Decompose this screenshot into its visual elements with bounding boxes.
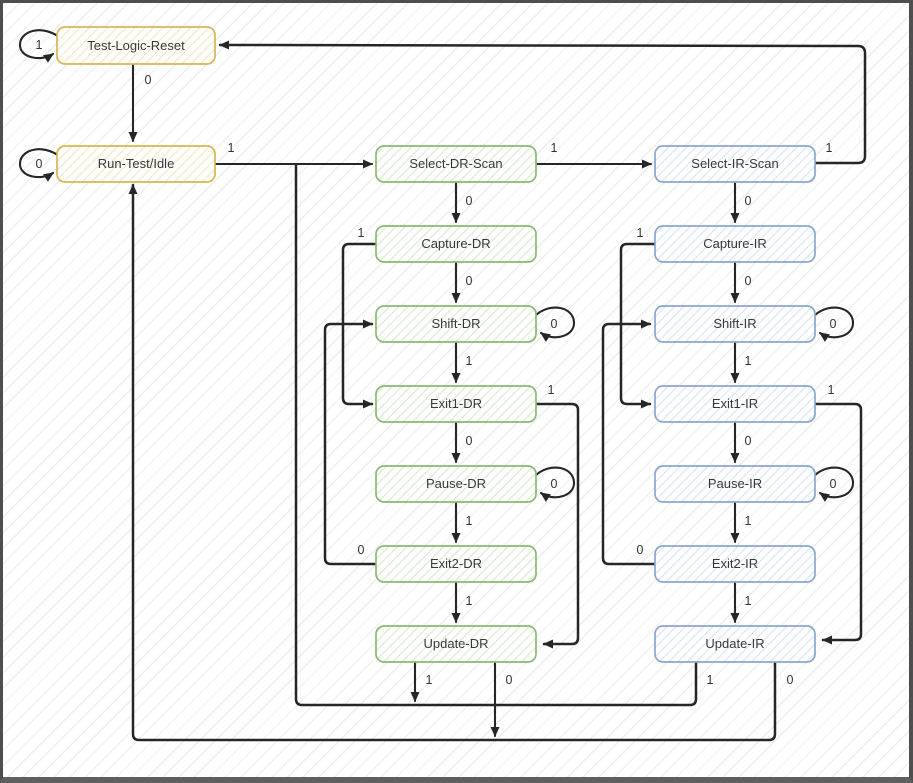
transition-select-ir-scan-to-test-logic-reset: 1 xyxy=(218,40,867,165)
transition-label: 0 xyxy=(466,434,473,448)
state-label: Update-DR xyxy=(423,636,488,651)
state-exit1-dr[interactable]: Exit1-DR xyxy=(375,385,537,423)
transition-capture-dr-to-shift-dr: 0 xyxy=(451,261,473,304)
state-label: Exit1-IR xyxy=(712,396,758,411)
state-exit1-ir[interactable]: Exit1-IR xyxy=(654,385,816,423)
transition-label: 1 xyxy=(637,226,644,240)
transition-capture-dr-to-exit1-dr: 1 xyxy=(341,226,378,409)
transition-label: 0 xyxy=(506,673,513,687)
state-label: Update-IR xyxy=(705,636,764,651)
transition-label: 1 xyxy=(358,226,365,240)
transition-label: 1 xyxy=(548,383,555,397)
state-label: Capture-IR xyxy=(703,236,767,251)
transition-label: 0 xyxy=(551,477,558,491)
state-machine-svg: 1 0 0 1 1 1 0 xyxy=(18,26,867,742)
transition-label: 1 xyxy=(745,594,752,608)
state-pause-ir[interactable]: Pause-IR xyxy=(654,465,816,503)
transition-label: 0 xyxy=(787,673,794,687)
transition-capture-ir-to-exit1-ir: 1 xyxy=(619,226,657,409)
transition-exit1-dr-to-pause-dr: 0 xyxy=(451,421,473,464)
state-label: Select-IR-Scan xyxy=(691,156,778,171)
transition-self-shift-dr: 0 xyxy=(534,306,576,342)
state-exit2-dr[interactable]: Exit2-DR xyxy=(375,545,537,583)
transition-label: 1 xyxy=(36,38,43,52)
transition-run-test-idle-to-select-dr-scan: 1 xyxy=(213,141,374,169)
state-select-dr-scan[interactable]: Select-DR-Scan xyxy=(375,145,537,183)
transition-exit1-dr-to-update-dr: 1 xyxy=(534,383,580,649)
state-label: Capture-DR xyxy=(421,236,490,251)
transition-label: 1 xyxy=(551,141,558,155)
state-label: Exit2-IR xyxy=(712,556,758,571)
transition-exit1-ir-to-update-ir: 1 xyxy=(813,383,863,645)
state-label: Test-Logic-Reset xyxy=(87,38,185,53)
transition-label: 1 xyxy=(426,673,433,687)
transition-update-ir-to-run-test-idle: 0 xyxy=(128,183,794,742)
transition-self-pause-ir: 0 xyxy=(813,466,855,502)
transition-self-run-test-idle: 0 xyxy=(18,148,61,182)
transition-label: 0 xyxy=(466,274,473,288)
state-label: Exit1-DR xyxy=(430,396,482,411)
transition-shift-dr-to-exit1-dr: 1 xyxy=(451,341,473,384)
transition-label: 0 xyxy=(637,543,644,557)
transition-select-dr-scan-to-select-ir-scan: 1 xyxy=(534,141,653,169)
transition-label: 1 xyxy=(466,594,473,608)
state-test-logic-reset[interactable]: Test-Logic-Reset xyxy=(56,26,216,65)
state-capture-ir[interactable]: Capture-IR xyxy=(654,225,816,263)
state-update-ir[interactable]: Update-IR xyxy=(654,625,816,663)
transition-label: 0 xyxy=(551,317,558,331)
transitions-layer: 1 0 0 1 1 1 0 xyxy=(18,29,867,742)
state-run-test-idle[interactable]: Run-Test/Idle xyxy=(56,145,216,183)
transition-exit2-ir-to-shift-ir: 0 xyxy=(601,319,657,566)
transition-label: 0 xyxy=(745,274,752,288)
transition-label: 0 xyxy=(745,194,752,208)
transition-label: 0 xyxy=(830,477,837,491)
states-layer: Test-Logic-Reset Run-Test/Idle Select-DR… xyxy=(56,26,816,663)
transition-test-logic-reset-to-run-test-idle: 0 xyxy=(128,63,152,143)
transition-update-dr-to-run-test-idle: 0 xyxy=(490,661,513,738)
state-label: Shift-IR xyxy=(713,316,756,331)
transition-self-shift-ir: 0 xyxy=(813,306,855,342)
transition-label: 0 xyxy=(36,157,43,171)
transition-exit2-dr-to-shift-dr: 0 xyxy=(323,319,378,566)
transition-self-pause-dr: 0 xyxy=(534,466,576,502)
state-label: Shift-DR xyxy=(431,316,480,331)
transition-label: 1 xyxy=(745,354,752,368)
transition-label: 1 xyxy=(228,141,235,155)
state-capture-dr[interactable]: Capture-DR xyxy=(375,225,537,263)
transition-exit1-ir-to-pause-ir: 0 xyxy=(730,421,752,464)
transition-label: 0 xyxy=(145,73,152,87)
transition-label: 1 xyxy=(826,141,833,155)
transition-label: 0 xyxy=(358,543,365,557)
transition-exit2-ir-to-update-ir: 1 xyxy=(730,581,752,624)
state-label: Select-DR-Scan xyxy=(409,156,502,171)
state-label: Run-Test/Idle xyxy=(98,156,175,171)
transition-update-dr-to-select-dr-scan: 1 xyxy=(410,661,433,703)
transition-label: 0 xyxy=(466,194,473,208)
transition-pause-ir-to-exit2-ir: 1 xyxy=(730,501,752,544)
transition-self-test-logic-reset: 1 xyxy=(18,29,61,63)
transition-shift-ir-to-exit1-ir: 1 xyxy=(730,341,752,384)
transition-label: 1 xyxy=(466,354,473,368)
transition-exit2-dr-to-update-dr: 1 xyxy=(451,581,473,624)
state-label: Pause-IR xyxy=(708,476,762,491)
transition-select-dr-scan-to-capture-dr: 0 xyxy=(451,181,473,224)
transition-capture-ir-to-shift-ir: 0 xyxy=(730,261,752,304)
transition-pause-dr-to-exit2-dr: 1 xyxy=(451,501,473,544)
transition-select-ir-scan-to-capture-ir: 0 xyxy=(730,181,752,224)
state-label: Pause-DR xyxy=(426,476,486,491)
state-shift-dr[interactable]: Shift-DR xyxy=(375,305,537,343)
transition-label: 0 xyxy=(745,434,752,448)
transition-label: 1 xyxy=(828,383,835,397)
state-exit2-ir[interactable]: Exit2-IR xyxy=(654,545,816,583)
state-update-dr[interactable]: Update-DR xyxy=(375,625,537,663)
state-select-ir-scan[interactable]: Select-IR-Scan xyxy=(654,145,816,183)
transition-label: 1 xyxy=(745,514,752,528)
transition-label: 0 xyxy=(830,317,837,331)
transition-label: 1 xyxy=(707,673,714,687)
state-pause-dr[interactable]: Pause-DR xyxy=(375,465,537,503)
transition-label: 1 xyxy=(466,514,473,528)
transition-update-ir-to-select-dr-scan: 1 xyxy=(294,163,714,707)
state-shift-ir[interactable]: Shift-IR xyxy=(654,305,816,343)
state-label: Exit2-DR xyxy=(430,556,482,571)
